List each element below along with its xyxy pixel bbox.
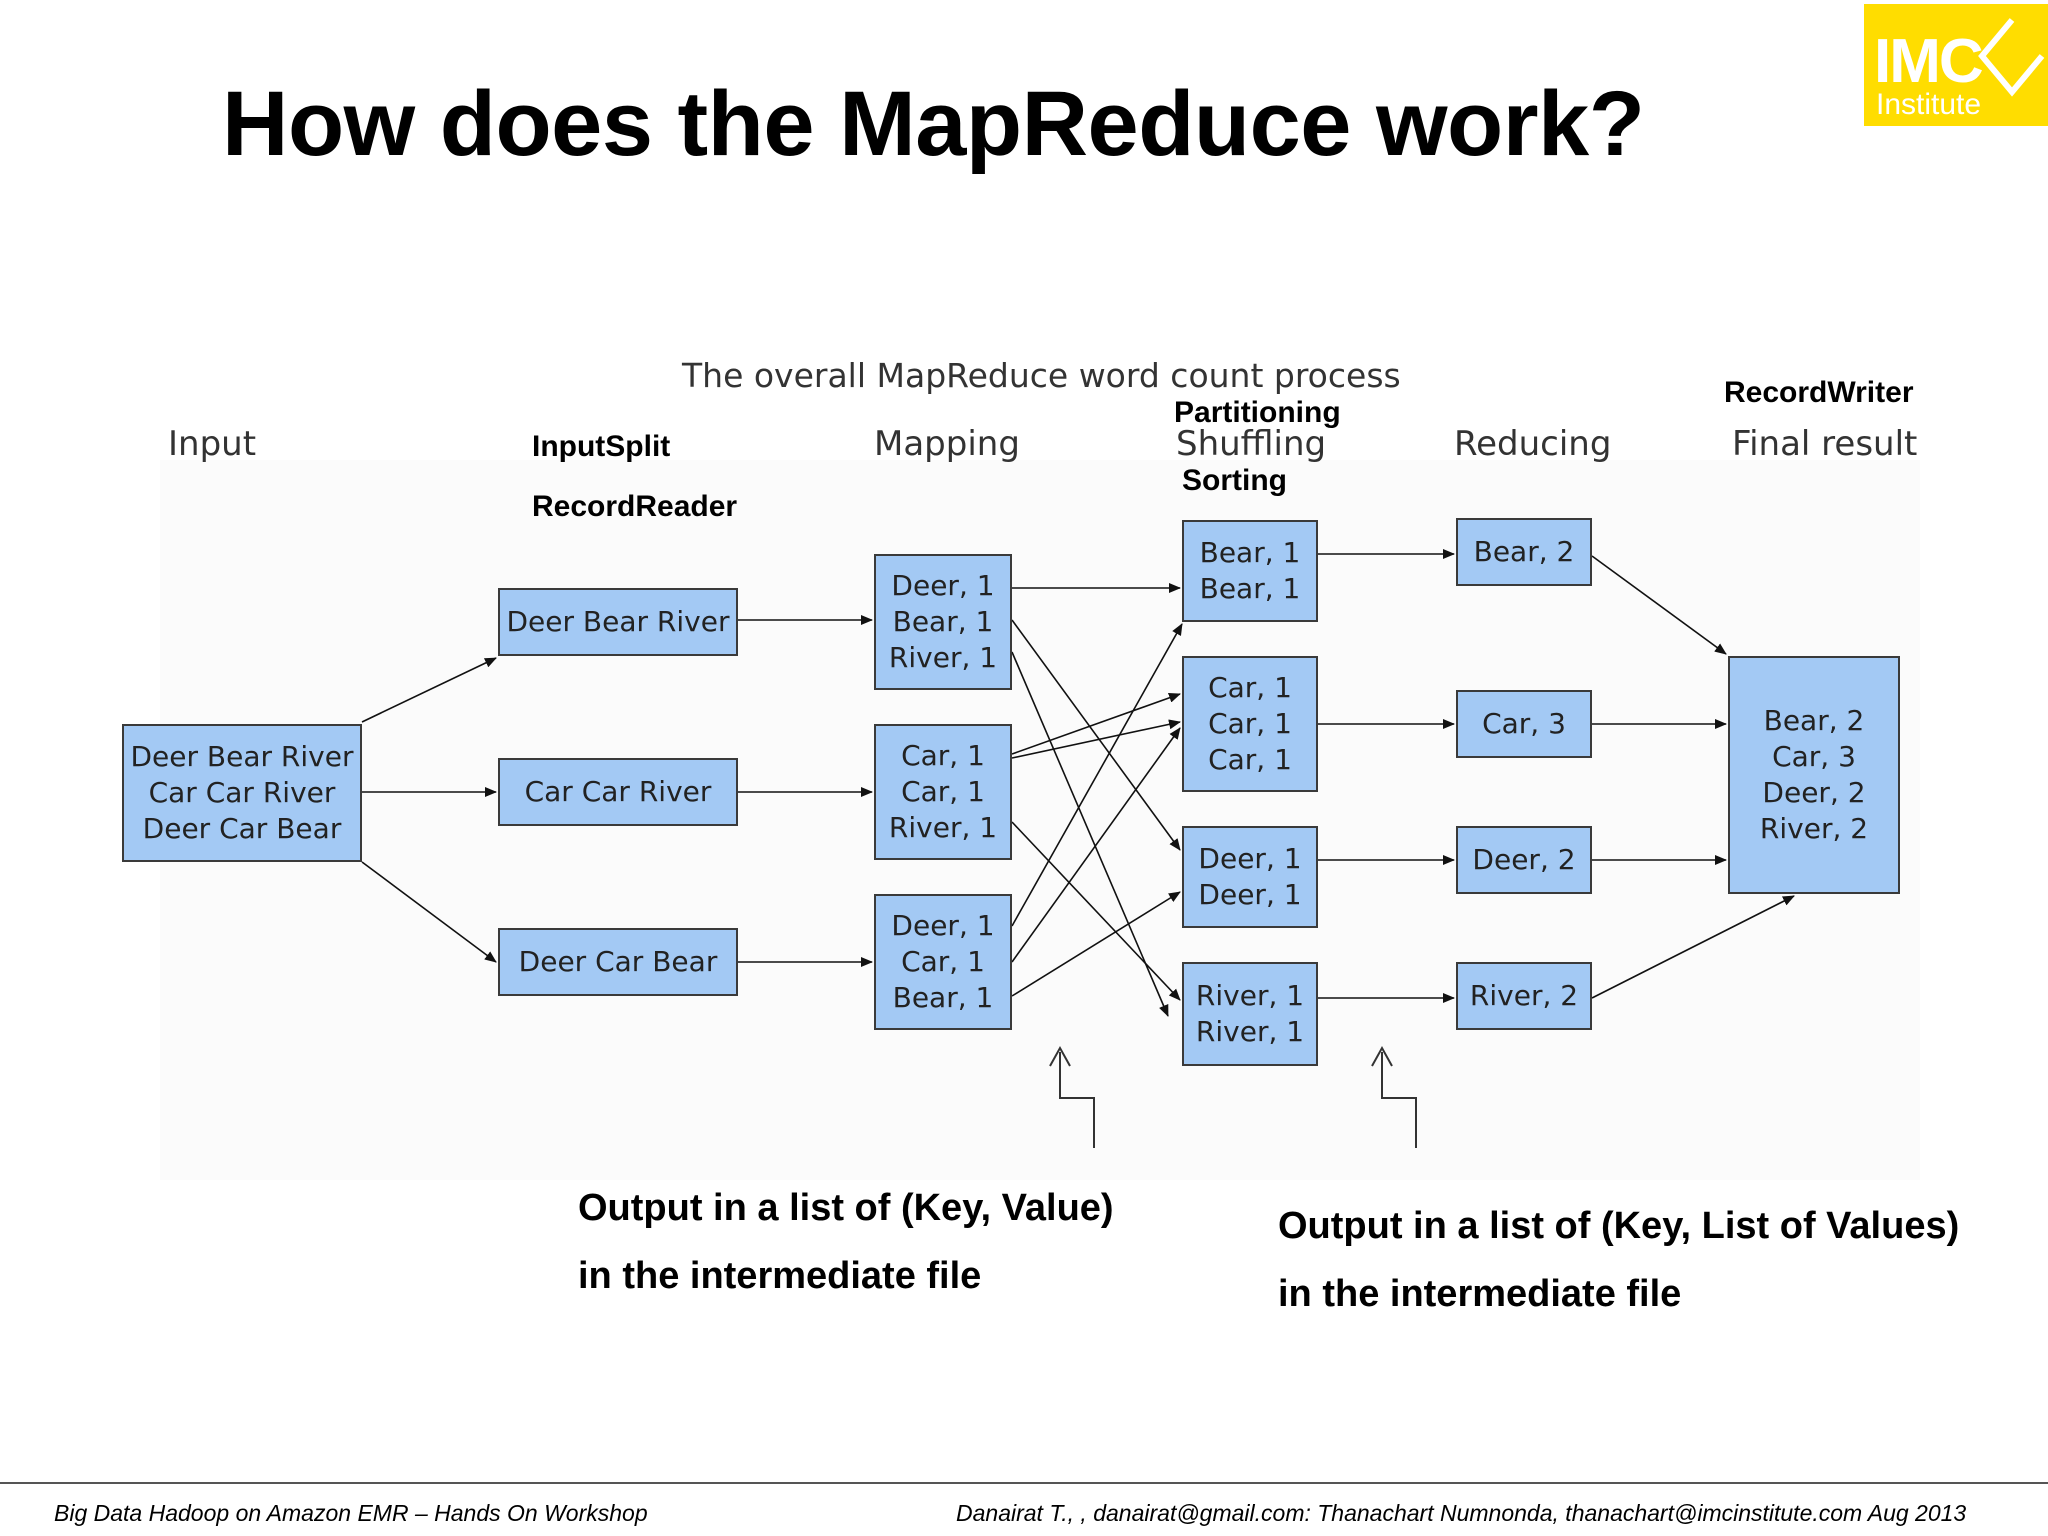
arrow-reduce-final-bear [1591, 555, 1727, 655]
final-pair: Car, 3 [1772, 740, 1856, 773]
map-pair: Car, 1 [901, 739, 985, 772]
shuffle-pair: Deer, 1 [1198, 842, 1302, 875]
map-box-1: Deer, 1 Bear, 1 River, 1 [874, 554, 1012, 690]
map-box-2: Car, 1 Car, 1 River, 1 [874, 724, 1012, 860]
shuffle-box-car: Car, 1 Car, 1 Car, 1 [1182, 656, 1318, 792]
shuffle-pair: Car, 1 [1208, 743, 1292, 776]
shuffle-pair: Bear, 1 [1199, 536, 1301, 569]
note-line: Output in a list of (Key, List of Values… [1278, 1205, 1960, 1247]
reduce-box-river: River, 2 [1456, 962, 1592, 1030]
map-pair: Deer, 1 [891, 909, 995, 942]
arrow-input-split3 [361, 861, 497, 963]
shuffle-box-deer: Deer, 1 Deer, 1 [1182, 826, 1318, 928]
diagram-caption: The overall MapReduce word count process [682, 356, 1401, 395]
reduce-pair: River, 2 [1469, 979, 1579, 1012]
overlay-partitioning: Partitioning [1174, 396, 1341, 429]
logo-chevron-icon [1978, 18, 2045, 97]
split-text: Deer Bear River [506, 605, 730, 638]
split-text: Car Car River [524, 775, 712, 808]
pointer-shuffle-output [1381, 1052, 1417, 1148]
stage-label-shuffling: Shuffling [1176, 424, 1327, 464]
arrow-map2-car-b [1011, 719, 1181, 759]
input-line: Deer Bear River [130, 740, 354, 773]
pointer-map-output [1059, 1052, 1095, 1148]
slide-title: How does the MapReduce work? [222, 73, 1645, 175]
stage-label-final-result: Final result [1732, 424, 1918, 464]
split-text: Deer Car Bear [518, 945, 718, 978]
footer-left: Big Data Hadoop on Amazon EMR – Hands On… [54, 1500, 648, 1526]
footer-divider [0, 1482, 2048, 1484]
map-box-3: Deer, 1 Car, 1 Bear, 1 [874, 894, 1012, 1030]
reduce-box-bear: Bear, 2 [1456, 518, 1592, 586]
split-box-1: Deer Bear River [498, 588, 738, 656]
final-pair: River, 2 [1759, 812, 1869, 845]
stage-label-mapping: Mapping [874, 424, 1020, 464]
input-line: Car Car River [148, 776, 336, 809]
shuffle-box-bear: Bear, 1 Bear, 1 [1182, 520, 1318, 622]
final-pair: Bear, 2 [1763, 704, 1865, 737]
reduce-pair: Car, 3 [1482, 707, 1566, 740]
note-map-output: Output in a list of (Key, Value) in the … [578, 1174, 1114, 1310]
reduce-box-deer: Deer, 2 [1456, 826, 1592, 894]
map-pair: Deer, 1 [891, 569, 995, 602]
map-pair: River, 1 [888, 811, 998, 844]
imc-institute-logo: IMC Institute [1864, 4, 2048, 126]
arrow-map2-river [1011, 821, 1181, 1001]
logo-sub-text: Institute [1876, 88, 1982, 121]
arrow-map3-bear [1011, 891, 1181, 997]
arrow-map1-deer [1011, 619, 1181, 851]
shuffle-pair: River, 1 [1195, 1015, 1305, 1048]
shuffle-pair: River, 1 [1195, 979, 1305, 1012]
map-pair: Bear, 1 [892, 605, 994, 638]
map-pair: River, 1 [888, 641, 998, 674]
reduce-box-car: Car, 3 [1456, 690, 1592, 758]
arrow-map1-river [1011, 651, 1169, 1017]
shuffle-pair: Deer, 1 [1198, 878, 1302, 911]
footer-right: Danairat T., , danairat@gmail.com: Thana… [956, 1500, 1967, 1526]
final-pair: Deer, 2 [1762, 776, 1866, 809]
final-result-box: Bear, 2 Car, 3 Deer, 2 River, 2 [1728, 656, 1900, 894]
shuffle-pair: Car, 1 [1208, 707, 1292, 740]
split-box-3: Deer Car Bear [498, 928, 738, 996]
stage-label-input: Input [168, 424, 257, 464]
arrow-input-split1 [361, 657, 497, 723]
input-line: Deer Car Bear [142, 812, 342, 845]
arrow-reduce-final-river [1591, 895, 1795, 999]
shuffle-pair: Bear, 1 [1199, 572, 1301, 605]
shuffle-pair: Car, 1 [1208, 671, 1292, 704]
logo-main-text: IMC [1874, 27, 1984, 96]
map-pair: Car, 1 [901, 945, 985, 978]
reduce-pair: Deer, 2 [1472, 843, 1576, 876]
split-box-2: Car Car River [498, 758, 738, 826]
overlay-record-writer: RecordWriter [1724, 376, 1914, 409]
arrow-map2-car-a [1011, 692, 1181, 755]
note-line: in the intermediate file [578, 1255, 982, 1297]
arrow-map3-car [1011, 727, 1181, 963]
map-pair: Car, 1 [901, 775, 985, 808]
input-box: Deer Bear River Car Car River Deer Car B… [122, 724, 362, 862]
reduce-pair: Bear, 2 [1473, 535, 1575, 568]
note-line: in the intermediate file [1278, 1273, 1682, 1315]
overlay-sorting: Sorting [1182, 464, 1287, 497]
note-shuffle-output: Output in a list of (Key, List of Values… [1278, 1192, 1959, 1328]
map-pair: Bear, 1 [892, 981, 994, 1014]
stage-label-reducing: Reducing [1454, 424, 1612, 464]
diagram-background [160, 460, 1920, 1180]
overlay-record-reader: RecordReader [532, 490, 738, 523]
note-line: Output in a list of (Key, Value) [578, 1187, 1114, 1229]
stage-label-inputsplit: InputSplit [532, 430, 671, 463]
arrow-map3-deer [1011, 623, 1183, 927]
shuffle-box-river: River, 1 River, 1 [1182, 962, 1318, 1066]
